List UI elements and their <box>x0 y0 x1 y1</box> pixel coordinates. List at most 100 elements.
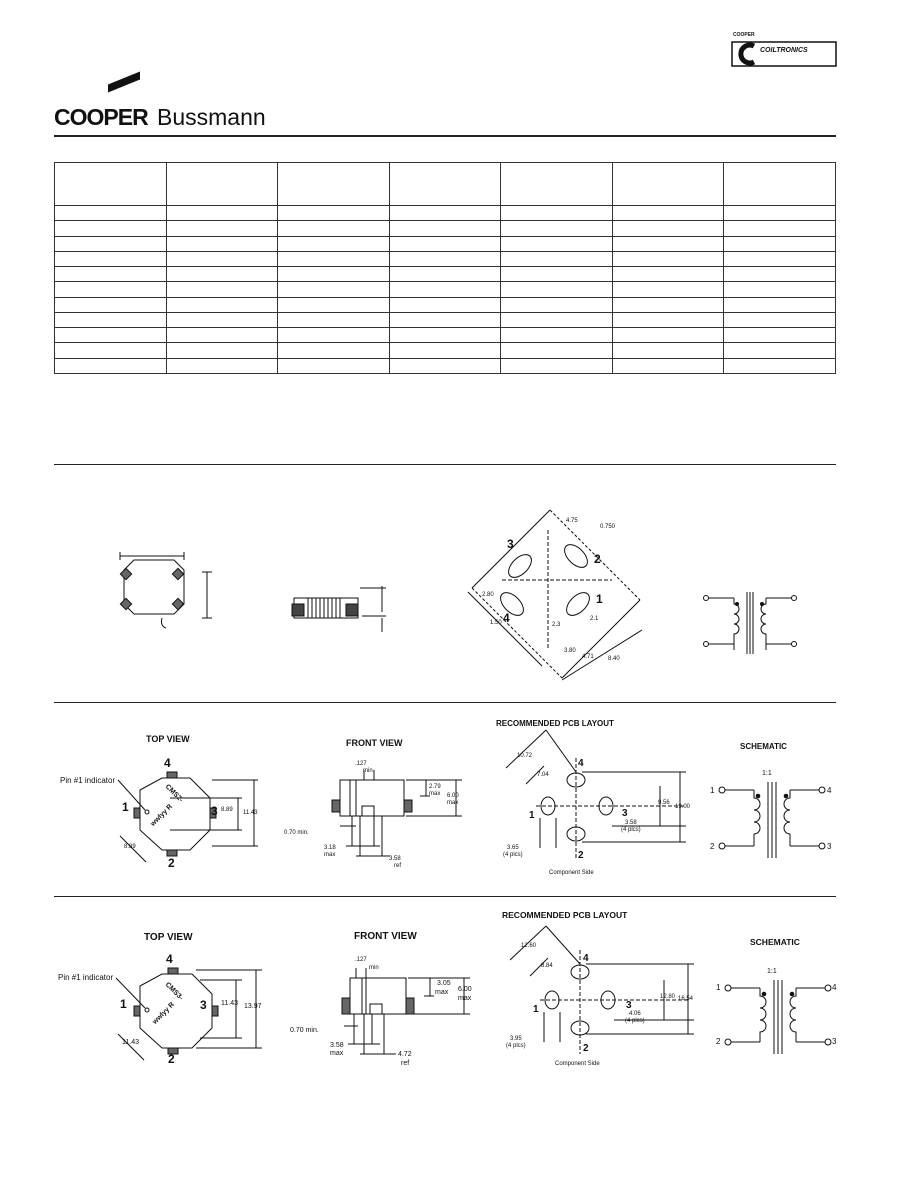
s3-pcb-component: Component Side <box>555 1061 600 1067</box>
s1-front-view-drawing <box>291 586 386 632</box>
table-row <box>54 311 836 329</box>
section-rule-3 <box>54 896 836 897</box>
sub-brand-top: COOPER <box>733 32 755 38</box>
s3-pcb-4plcs2: (4 plcs) <box>506 1043 526 1049</box>
s3-pcb-4plcs: (4 plcs) <box>625 1018 645 1024</box>
table-row <box>54 342 836 359</box>
s2-front-318: 3.18 <box>324 845 336 851</box>
s3-front-view-title: FRONT VIEW <box>354 931 417 942</box>
s3-sch-pin-3: 3 <box>832 1037 837 1046</box>
header-rule <box>54 135 836 137</box>
s3-ratio: 1:1 <box>767 968 777 975</box>
s2-sch-pin-4: 4 <box>827 786 832 795</box>
s2-pcb-358: 3.58 <box>625 820 637 826</box>
s2-front-max2: max <box>447 800 459 806</box>
s1-pcb-layout-drawing <box>467 509 643 681</box>
s2-pcb-title: RECOMMENDED PCB LAYOUT <box>496 719 614 728</box>
s3-pcb-1280: 12.80 <box>660 994 676 1000</box>
s2-front-min: min <box>363 768 373 774</box>
s2-dim-diag: 8.89 <box>124 844 136 850</box>
s3-front-472: 4.72 <box>398 1051 412 1058</box>
section-rule-2 <box>54 702 836 703</box>
s3-sch-pin-2: 2 <box>716 1037 721 1046</box>
s1-schematic-drawing <box>703 592 797 654</box>
s2-top-pin-3: 3 <box>211 804 218 818</box>
s2-top-view-drawing <box>117 771 258 863</box>
s2-pcb-component: Component Side <box>549 870 594 876</box>
s2-front-358: 3.58 <box>389 856 401 862</box>
s2-front-070: 0.70 min. <box>284 830 309 836</box>
s2-front-ref: ref <box>394 863 402 869</box>
s3-top-pin-4: 4 <box>166 952 173 966</box>
s2-top-pin-1: 1 <box>122 800 129 814</box>
s3-schematic-drawing <box>724 980 832 1054</box>
s2-pcb-704: 7.04 <box>537 772 549 778</box>
s2-pcb-pin-2: 2 <box>578 850 584 861</box>
s1-pin-4: 4 <box>503 611 510 625</box>
spec-table <box>54 162 836 375</box>
s3-pcb-884: 8.84 <box>541 963 553 969</box>
s3-front-305: 3.05 <box>437 980 451 987</box>
s2-pcb-1900: 19.00 <box>675 804 691 810</box>
s2-ratio: 1:1 <box>762 770 772 777</box>
s2-dim-side: 8.89 <box>221 807 233 813</box>
s2-schematic-title: SCHEMATIC <box>740 742 787 751</box>
s3-pcb-406: 4.06 <box>629 1011 641 1017</box>
s2-pin-indicator-label: Pin #1 indicator <box>60 776 116 785</box>
s3-top-pin-2: 2 <box>168 1052 175 1066</box>
s3-top-pin-1: 1 <box>120 997 127 1011</box>
s3-dim-side: 11.43 <box>221 1000 238 1007</box>
s3-pcb-layout-drawing <box>509 925 694 1054</box>
table-row <box>54 266 836 283</box>
table-row <box>54 235 836 252</box>
s1-dim-150: 1.50 <box>490 620 502 626</box>
s2-pcb-4plcs2: (4 plcs) <box>503 852 523 858</box>
s3-front-ref: ref <box>401 1060 410 1067</box>
table-header-row <box>54 162 836 206</box>
s3-top-view-title: TOP VIEW <box>144 932 193 943</box>
s1-dim-475: 4.75 <box>566 518 578 524</box>
s2-front-600: 6.00 <box>447 793 459 799</box>
s2-front-127: .127 <box>355 761 367 767</box>
s2-sch-pin-2: 2 <box>710 842 715 851</box>
s2-front-max: max <box>429 791 441 797</box>
s1-dim-280: 2.80 <box>482 592 494 598</box>
s3-pcb-1260: 12.60 <box>521 943 537 949</box>
s2-top-pin-2: 2 <box>168 856 175 870</box>
s1-dim-471: 4.71 <box>582 654 594 660</box>
s3-front-max2: max <box>458 995 472 1002</box>
s2-front-max3: max <box>324 852 336 858</box>
s2-pcb-pin-3: 3 <box>622 808 628 819</box>
s3-dim-height: 13.97 <box>244 1003 262 1010</box>
s2-front-view-title: FRONT VIEW <box>346 738 403 748</box>
s2-pcb-layout-drawing <box>505 729 686 858</box>
s2-pcb-pin-1: 1 <box>529 810 535 821</box>
s3-pcb-395: 3.95 <box>510 1036 522 1042</box>
table-row <box>54 220 836 237</box>
s3-pcb-1654: 16.54 <box>678 996 694 1002</box>
s1-dim-840: 8.40 <box>608 656 620 662</box>
s2-sch-pin-3: 3 <box>827 842 832 851</box>
table-row <box>54 327 836 344</box>
s2-sch-pin-1: 1 <box>710 786 715 795</box>
s2-dim-height: 11.43 <box>243 810 258 816</box>
s3-front-600: 6.00 <box>458 986 472 993</box>
s3-front-127: .127 <box>355 957 367 963</box>
s1-pin-2: 2 <box>594 552 601 566</box>
s1-pin-1: 1 <box>596 592 603 606</box>
s1-dim-380: 3.80 <box>564 648 576 654</box>
s3-pcb-pin-1: 1 <box>533 1004 539 1015</box>
s1-pin-3: 3 <box>507 537 514 551</box>
table-row <box>54 296 836 313</box>
s3-top-pin-3: 3 <box>200 998 207 1012</box>
s2-pcb-365: 3.65 <box>507 845 519 851</box>
coiltronics-logo <box>731 41 837 67</box>
table-row <box>54 357 836 375</box>
s2-top-view-title: TOP VIEW <box>146 734 190 744</box>
s2-schematic-drawing <box>718 782 826 858</box>
s2-front-279: 2.79 <box>429 784 441 790</box>
s3-front-min: min <box>369 965 379 971</box>
s2-top-pin-4: 4 <box>164 756 171 770</box>
table-row <box>54 204 836 222</box>
section-rule-1 <box>54 464 836 465</box>
